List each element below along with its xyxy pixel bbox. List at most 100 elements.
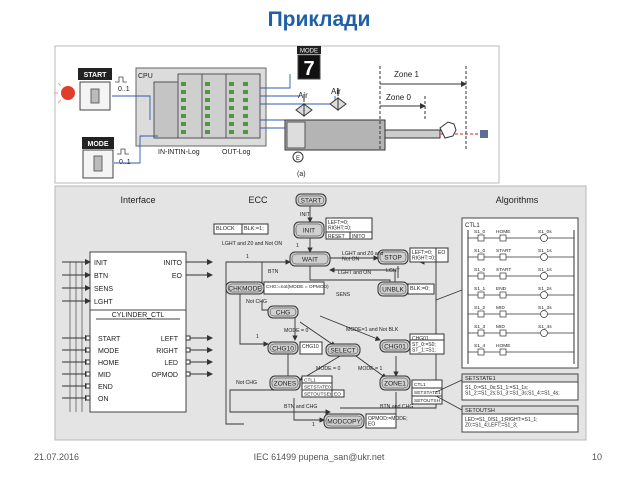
ecc-state-unblk[interactable]: UNBLK	[377, 281, 409, 297]
ecc-state-chg[interactable]: CHG	[267, 305, 299, 319]
terminal-led	[181, 82, 186, 86]
init-action-reset-text: RESET	[328, 234, 345, 240]
terminal-led	[181, 122, 186, 126]
transition-lght: LGHT	[386, 268, 401, 274]
interface-pins: INITBTNSENSLGHTINITOEOSTARTMODEHOMEMIDEN…	[62, 259, 213, 412]
ecc-state-wait[interactable]: WAIT	[289, 251, 331, 267]
terminal-led	[243, 82, 248, 86]
rung-contact-left: S1_3	[474, 324, 486, 330]
fb-diagram: Interface CYLINDER_CTL INITBTNSENSLGHTIN…	[54, 185, 587, 441]
start-pushbutton[interactable]	[79, 81, 111, 111]
rung-contact-mid: START	[496, 267, 511, 273]
unblk-action: BLK:=0;	[407, 283, 435, 295]
transition-one-a: 1	[296, 243, 299, 249]
transition-mode0b: MODE = 0	[316, 366, 340, 372]
rung-contact-left: S1_2	[474, 305, 486, 311]
ecc-state-init-label: INIT	[303, 228, 315, 235]
transition-not-chg2: Not CHG	[236, 380, 257, 386]
ecc-state-init[interactable]: INIT	[293, 221, 325, 239]
data-output-led: LED	[164, 360, 178, 367]
transition-btn-chg: BTN and CHG	[284, 404, 317, 410]
transition-one-c: 1	[256, 334, 259, 340]
blk-action-text: BLK:=1;	[244, 226, 264, 232]
stop-action-evt: EO	[435, 247, 449, 263]
event-input-btn: BTN	[94, 273, 108, 280]
rung-contact-left: S1_0	[474, 229, 486, 235]
start-button-group: START 0..1	[54, 68, 130, 111]
data-input-on: ON	[98, 396, 109, 403]
rung-contact-mid: MID	[496, 324, 505, 330]
rung-contact-mid: HOME	[496, 229, 510, 235]
zones-action-2: SETOUTSEt	[304, 392, 332, 398]
ecc-state-modcopy[interactable]: MODCOPY	[323, 413, 365, 429]
terminal-led	[181, 106, 186, 110]
ecc-state-unblk-label: UNBLK	[382, 287, 404, 294]
slide-title: Приклади	[267, 8, 371, 31]
mode-label-box	[82, 137, 114, 149]
ecc-state-chg10[interactable]: CHG10	[267, 341, 299, 355]
modcopy-action-text: OPMOD:=MODE;EO	[368, 416, 408, 428]
event-input-lght: LGHT	[94, 299, 113, 306]
terminal-led	[181, 130, 186, 134]
stop-action-evt-text: EO	[438, 250, 445, 256]
terminal-led	[205, 82, 210, 86]
pos-e-label: E	[296, 156, 300, 162]
zone1-action-1: SETSTATE1	[414, 390, 441, 396]
ecc-state-chg01[interactable]: CHG01	[379, 339, 411, 353]
terminal-led	[229, 98, 234, 102]
ecc-state-zones[interactable]: ZONES	[269, 375, 301, 391]
chkmode-action: CHG:=not(MODE = OPMOD)	[263, 281, 329, 295]
ecc-heading: ECC	[248, 195, 268, 205]
terminal-led	[205, 122, 210, 126]
rung-coil: S1_4s	[538, 324, 552, 330]
ecc-state-chg10-label: CHG10	[272, 346, 294, 353]
transition-sens: SENS	[336, 292, 351, 298]
ecc-state-start[interactable]: START	[295, 193, 327, 207]
terminal-led	[243, 114, 248, 118]
footer-page-number: 10	[592, 452, 603, 462]
figure-caption: (a)	[297, 171, 306, 178]
data-output-left: LEFT	[161, 336, 179, 343]
ecc-state-zone1[interactable]: ZONE1	[379, 375, 411, 391]
zone1-label: Zone 1	[394, 70, 419, 79]
rung-contact-left: S1_0	[474, 248, 486, 254]
mode-pulse-icon	[117, 148, 129, 155]
zone1-action-2: SETOUTSH	[414, 398, 441, 404]
data-input-start: START	[98, 336, 121, 343]
data-input-end: END	[98, 384, 113, 391]
ecc-state-chkmode[interactable]: CHKMODE	[225, 281, 265, 295]
start-led-icon	[61, 86, 75, 100]
setout-title: SETOUTSH	[465, 408, 495, 414]
chkmode-action-text: CHG:=not(MODE = OPMOD)	[266, 284, 329, 290]
chg01-action-b-text: ST_0:=S0;ST_1:=S1;	[412, 342, 436, 354]
event-output-eo: EO	[172, 273, 183, 280]
light-sensor-icon	[480, 130, 488, 138]
out-label: OUT-Log	[222, 149, 251, 156]
mode-display-value: 7	[303, 58, 314, 80]
ecc-state-select[interactable]: SELECT	[325, 343, 361, 357]
terminal-led	[243, 90, 248, 94]
pos-e-marker	[292, 151, 304, 163]
ecc-state-stop[interactable]: STOP	[377, 249, 409, 265]
mode-signal: 0..1	[119, 159, 131, 166]
cpu-module	[153, 81, 179, 139]
transition-mode1-notblk: MODE=1 and Not BLK	[346, 327, 399, 333]
chg01-action-a-text: CHG01	[412, 336, 429, 342]
rung-coil: S1_1s	[538, 267, 552, 273]
rung-contact-left: S1_0	[474, 267, 486, 273]
terminal-led	[243, 106, 248, 110]
ladder-rung: S1_0 START S1_1s	[468, 267, 574, 280]
terminal-led	[181, 114, 186, 118]
chg01-action-b: ST_0:=S0;ST_1:=S1;	[409, 339, 445, 355]
rung-contact-left: S1_4	[474, 343, 486, 349]
